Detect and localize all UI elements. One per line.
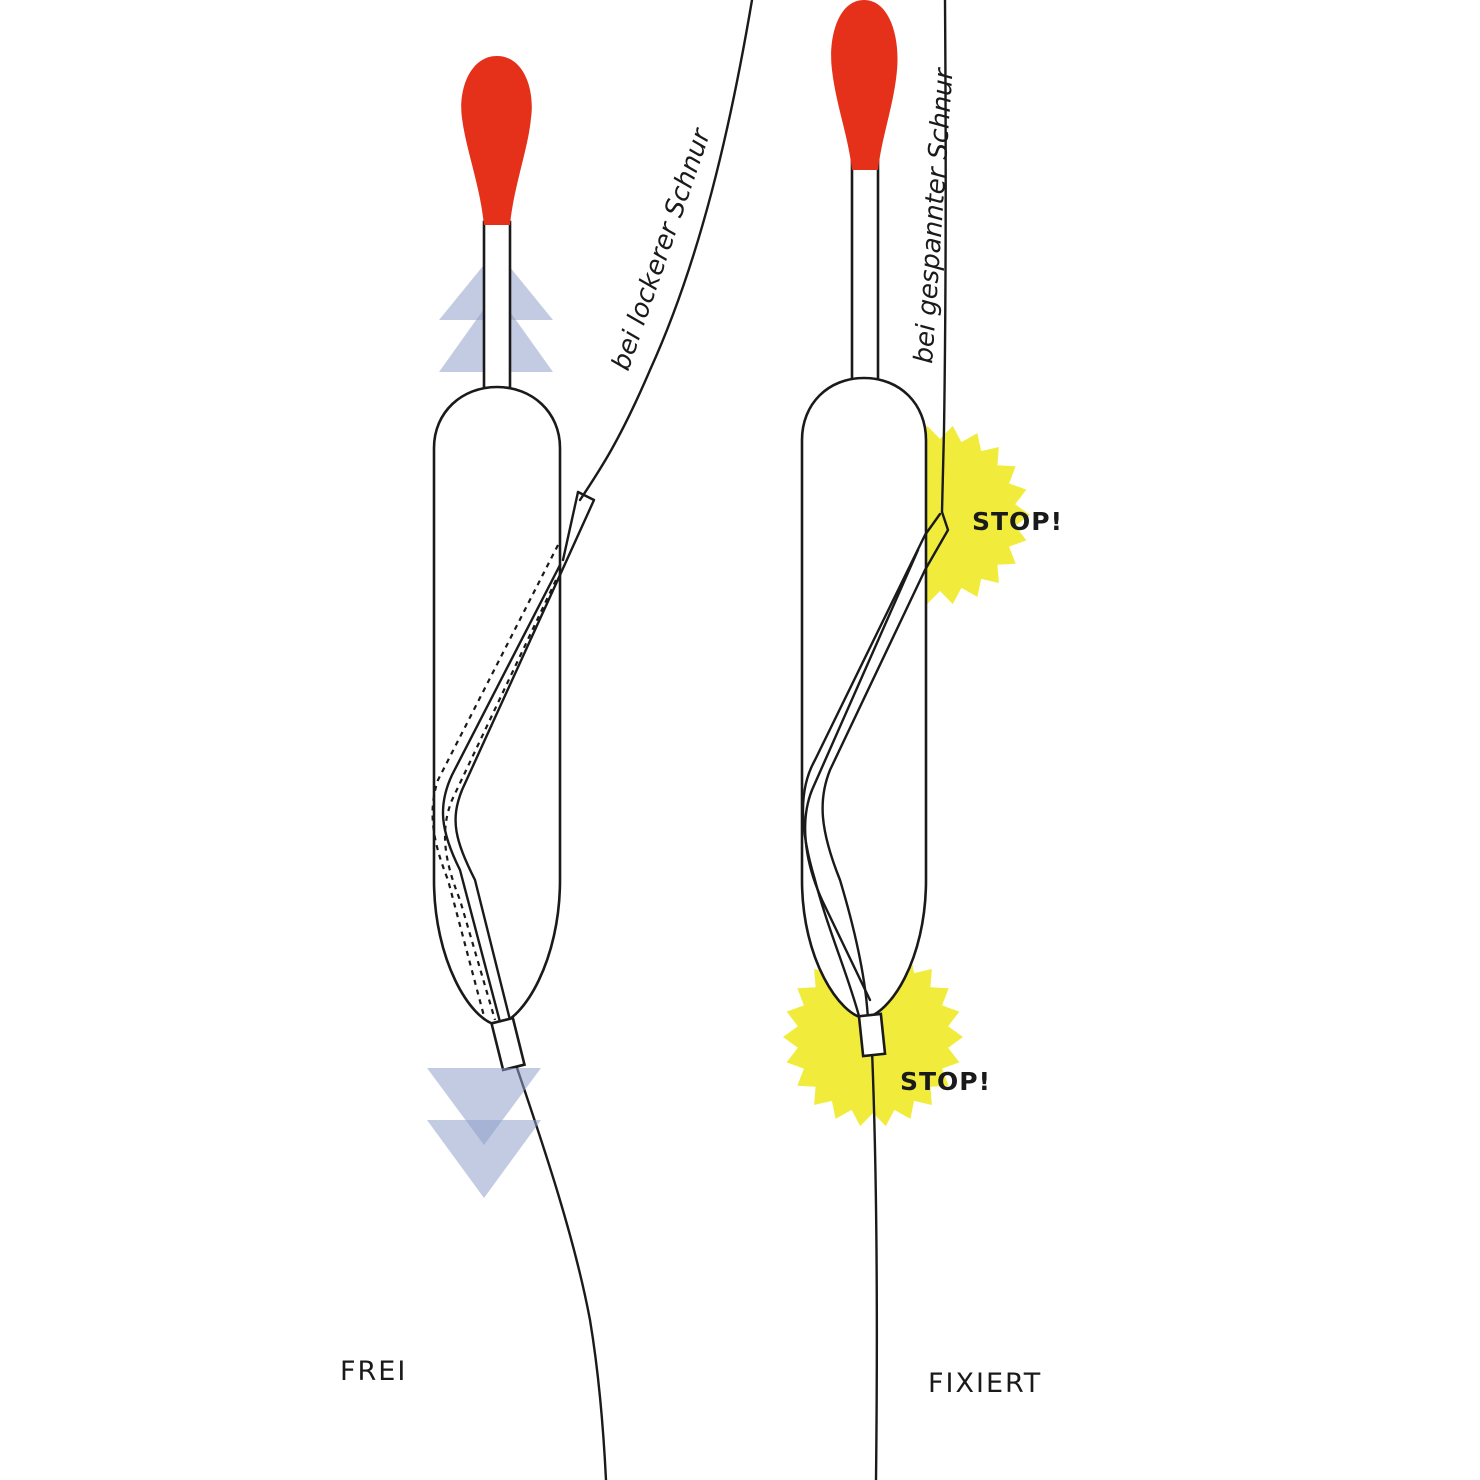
left-float-antenna <box>482 220 512 390</box>
right-float-antenna <box>850 158 880 384</box>
right-float-tip <box>831 0 898 170</box>
left-dashed-tube-2 <box>443 579 557 1021</box>
left-float-group: bei lockerer Schnur FREI <box>340 0 754 1480</box>
left-inner-tube <box>454 490 596 1022</box>
right-fishing-line-upper <box>940 0 947 514</box>
left-float-stem <box>489 1016 527 1072</box>
right-line-note: bei gespannter Schnur <box>909 65 960 364</box>
left-fishing-line-upper <box>578 0 754 502</box>
right-caption: FIXIERT <box>928 1368 1042 1399</box>
down-arrow-icon <box>427 1120 541 1198</box>
right-inner-tube-back <box>803 548 920 1002</box>
left-line-note: bei lockerer Schnur <box>606 123 717 374</box>
left-inner-tube-inner <box>441 490 580 1024</box>
right-float-stem <box>857 1012 887 1058</box>
right-float-group: bei gespannter Schnur STOP! STOP! FIXIER… <box>783 0 1063 1480</box>
stop-label-top: STOP! <box>972 507 1063 536</box>
left-float-body <box>432 385 562 1027</box>
left-caption: FREI <box>340 1356 407 1387</box>
left-fishing-line-lower <box>514 1063 608 1480</box>
right-inner-tube <box>821 510 950 1022</box>
stop-label-bottom: STOP! <box>900 1067 991 1096</box>
down-arrow-icon <box>427 1068 541 1145</box>
left-float-tip <box>461 56 532 225</box>
left-dashed-tube <box>431 544 559 1021</box>
right-fishing-line-lower <box>870 1048 878 1480</box>
